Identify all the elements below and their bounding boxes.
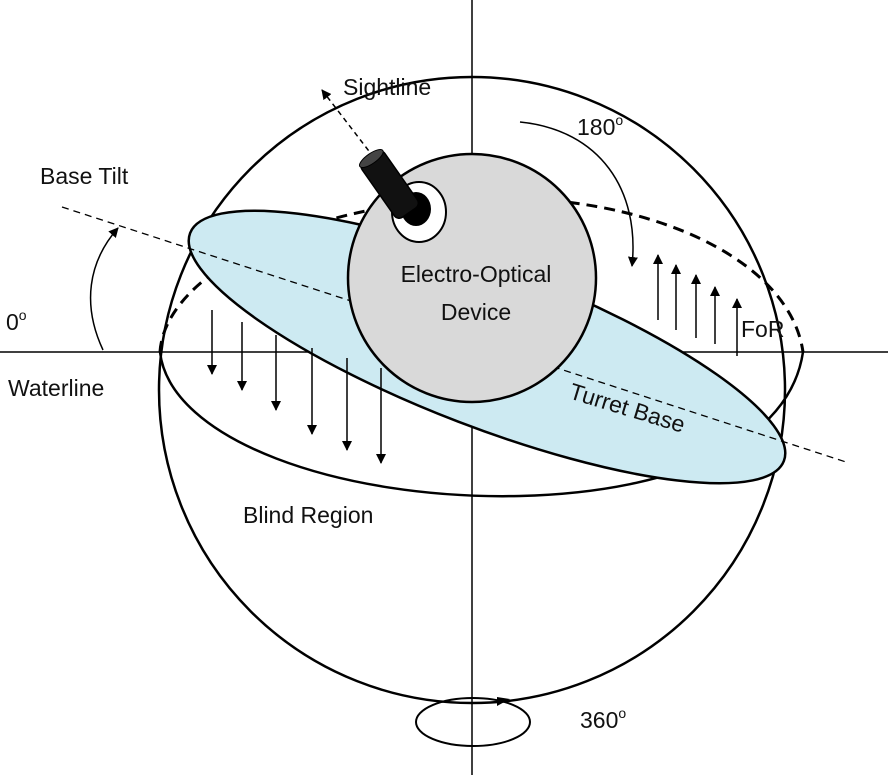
base-tilt-label: Base Tilt xyxy=(40,163,129,189)
angle-0-label: 0o xyxy=(6,307,27,335)
angle-180-label: 180o xyxy=(577,112,623,140)
rotation-180-arrow xyxy=(519,121,638,267)
waterline-label: Waterline xyxy=(8,375,104,401)
angle-360-label: 360o xyxy=(580,705,626,733)
blind-region-arrows xyxy=(207,310,386,464)
for-label: FoR xyxy=(741,316,784,342)
base-tilt-arc xyxy=(89,227,119,351)
for-arrows xyxy=(653,254,742,356)
device-label-line1: Electro-Optical xyxy=(401,261,552,287)
camera-icon xyxy=(359,148,420,219)
sightline-label: Sightline xyxy=(343,74,431,100)
device-label-line2: Device xyxy=(441,299,511,325)
rotation-360-ellipse xyxy=(415,697,531,747)
for-dashed-arc xyxy=(158,196,805,353)
blind-region-label: Blind Region xyxy=(243,502,373,528)
rotation-360-arrowhead xyxy=(497,697,510,706)
